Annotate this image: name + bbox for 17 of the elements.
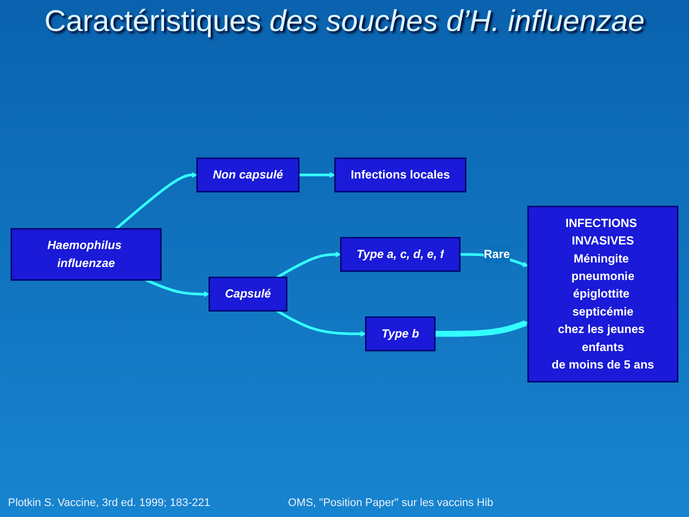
arrow [434, 320, 528, 337]
node-box: Type b [365, 316, 436, 352]
reference-text: OMS, "Position Paper" sur les vaccins Hib [288, 497, 494, 509]
reference-text: Plotkin S. Vaccine, 3rd ed. 1999; 183-221 [8, 497, 210, 509]
arrow [276, 310, 366, 337]
node-box: INFECTIONS INVASIVES Méningite pneumonie épiglottite septicémie chez les jeunes enfants de moins de 5 ans [527, 206, 678, 382]
node-box: Type a, c, d, e, f [340, 237, 460, 272]
node-box: Infections locales [334, 158, 466, 192]
arrow [276, 252, 342, 279]
node-box: Non capsulé [196, 158, 300, 192]
arrow [298, 172, 336, 178]
node-box: Capsulé [208, 276, 288, 312]
edge-label: Rare [484, 248, 510, 261]
title: Caractéristiques des souches d’H. influenzae [43, 4, 646, 40]
node-box: Haemophilus influenzae [10, 228, 162, 281]
arrow [115, 172, 198, 230]
arrow [145, 278, 210, 298]
